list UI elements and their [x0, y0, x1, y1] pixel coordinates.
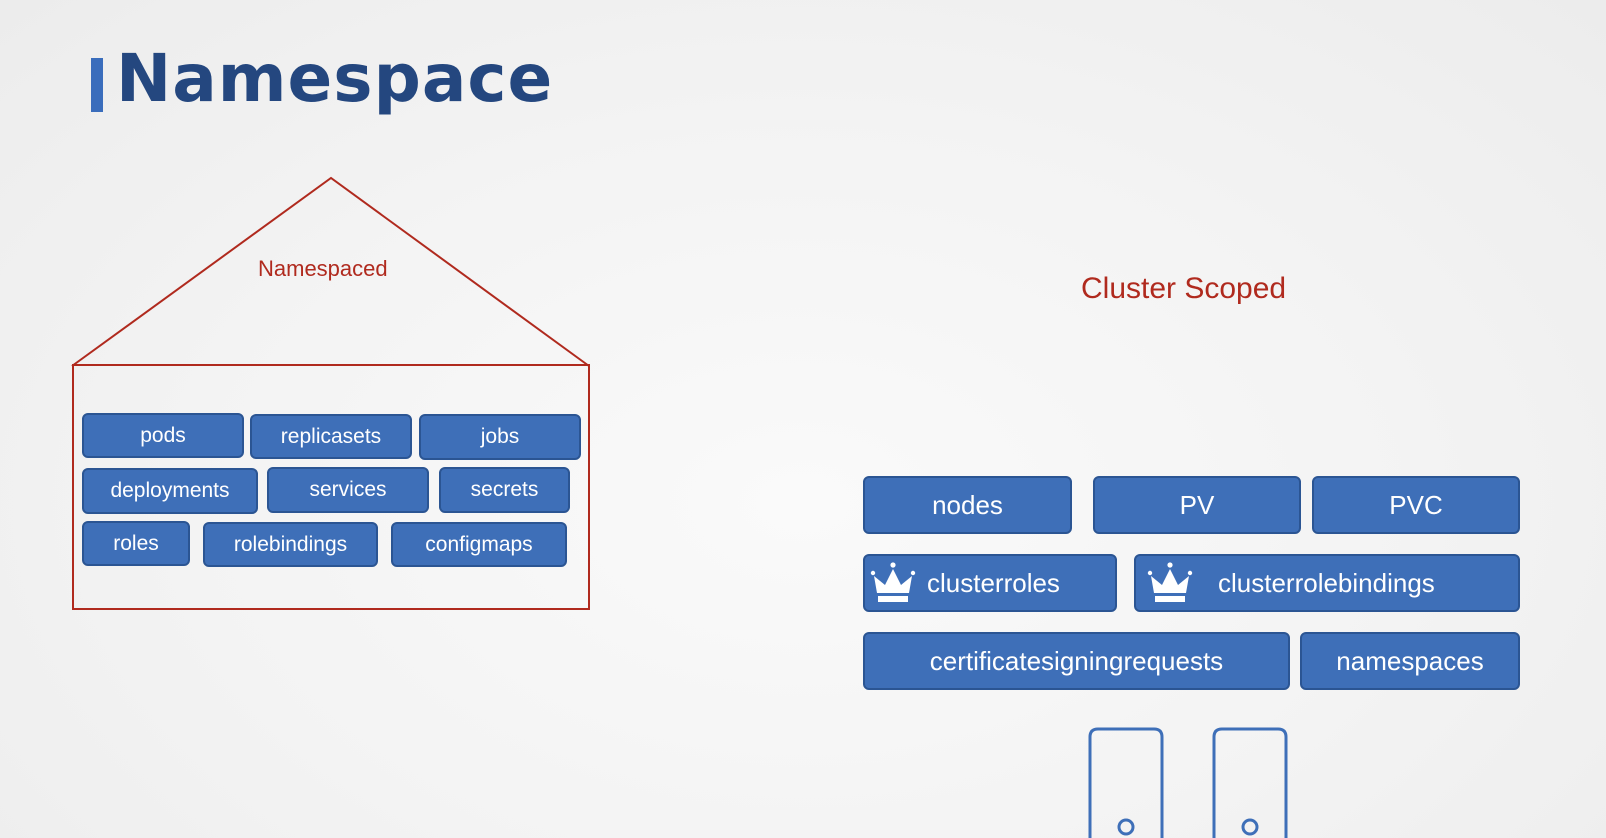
resource-clusterrolebindings[interactable]: clusterrolebindings — [1134, 554, 1520, 612]
clusterroles-label: clusterroles — [927, 567, 1060, 598]
resource-replicasets[interactable]: replicasets — [250, 414, 412, 459]
resource-certificatesigningrequests[interactable]: certificatesigningrequests — [863, 632, 1290, 690]
cluster-scoped-label: Cluster Scoped — [1081, 272, 1287, 305]
crown-icon — [870, 562, 916, 602]
resource-pods[interactable]: pods — [82, 413, 244, 458]
resource-configmaps[interactable]: configmaps — [391, 522, 567, 567]
resource-nodes[interactable]: nodes — [863, 476, 1072, 534]
resource-services[interactable]: services — [267, 467, 429, 513]
resource-namespaces[interactable]: namespaces — [1300, 632, 1520, 690]
resource-pvc[interactable]: PVC — [1312, 476, 1520, 534]
page-title: Namespace — [116, 40, 554, 117]
resource-jobs[interactable]: jobs — [419, 414, 581, 460]
resource-secrets[interactable]: secrets — [439, 467, 570, 513]
server-icon — [1088, 727, 1164, 838]
crown-icon — [1147, 562, 1193, 602]
resource-rolebindings[interactable]: rolebindings — [203, 522, 378, 567]
namespaced-label: Namespaced — [258, 256, 388, 281]
server-icon — [1212, 727, 1288, 838]
resource-roles[interactable]: roles — [82, 521, 190, 566]
resource-clusterroles[interactable]: clusterroles — [863, 554, 1117, 612]
clusterrolebindings-label: clusterrolebindings — [1218, 567, 1435, 598]
resource-deployments[interactable]: deployments — [82, 468, 258, 514]
resource-pv[interactable]: PV — [1093, 476, 1301, 534]
title-accent-bar — [91, 58, 103, 112]
